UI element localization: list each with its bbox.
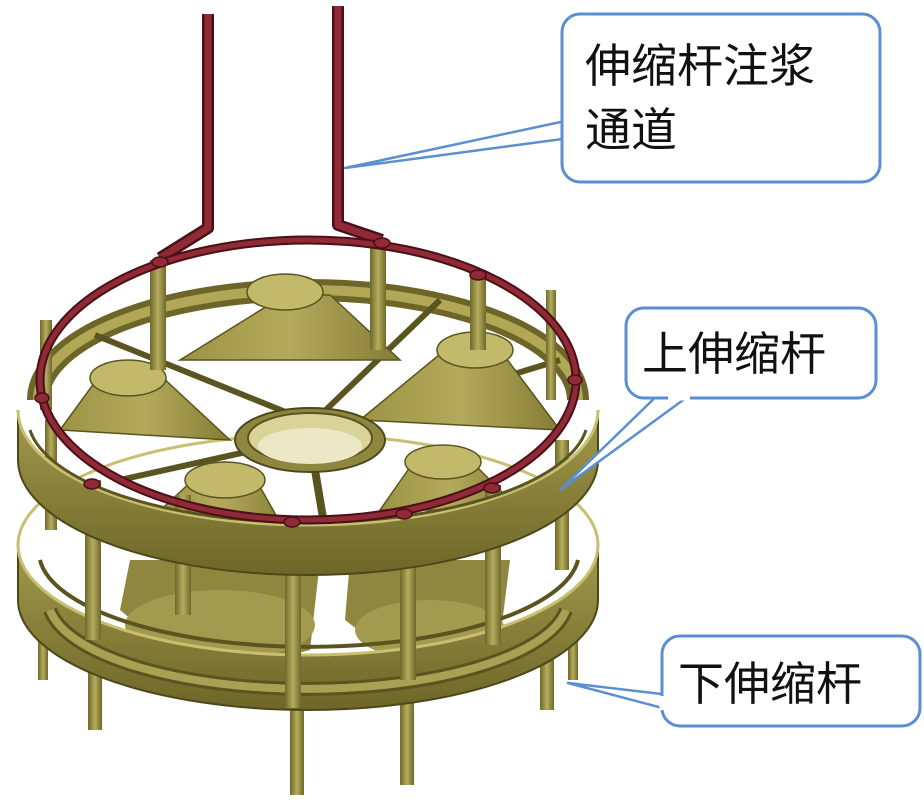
callout-upper-rod-pointer — [558, 383, 692, 492]
grouting-pipe — [34, 6, 583, 528]
callout-grouting-channel-line2: 通道 — [585, 103, 677, 157]
callout-grouting-channel-pointer — [343, 118, 572, 170]
callout-grouting-channel: 伸缩杆注浆 通道 — [343, 12, 882, 184]
callout-lower-rod-label: 下伸缩杆 — [678, 657, 862, 711]
callout-upper-rod: 上伸缩杆 — [558, 306, 878, 492]
cone-hoppers — [58, 273, 562, 541]
callout-upper-rod-label: 上伸缩杆 — [642, 327, 826, 381]
callout-lower-rod-pointer — [566, 681, 672, 712]
callout-lower-rod: 下伸缩杆 — [566, 634, 922, 728]
lower-assembly — [16, 433, 600, 795]
central-cylinder — [234, 407, 386, 473]
callout-grouting-channel-line1: 伸缩杆注浆 — [585, 39, 815, 93]
